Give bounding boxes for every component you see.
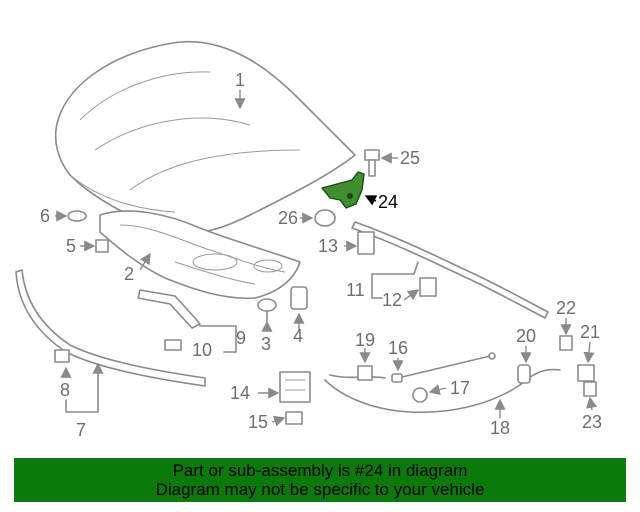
callout-23: 23 [582, 412, 602, 432]
callout-13: 13 [318, 236, 338, 256]
bolt-22 [559, 335, 573, 351]
callout-19: 19 [355, 330, 375, 350]
switch-21 [577, 364, 595, 382]
info-banner: Part or sub-assembly is #24 in diagram D… [14, 458, 626, 502]
callout-11: 11 [346, 280, 365, 300]
grommet-26 [314, 209, 336, 227]
clip-19 [357, 365, 373, 381]
callout-5: 5 [66, 236, 76, 256]
banner-line-1: Part or sub-assembly is #24 in diagram [172, 461, 468, 480]
bracket-9-10 [137, 289, 201, 351]
callout-25: 25 [400, 148, 420, 168]
hood-weatherstrip [15, 269, 206, 387]
bolt-25 [364, 149, 380, 177]
callout-14: 14 [230, 383, 250, 403]
release-handle-16 [391, 352, 496, 383]
clip-12 [419, 277, 437, 297]
hood-inner-panel [99, 210, 301, 300]
clip-17 [412, 387, 428, 403]
leader-lines [55, 90, 598, 427]
clip-8 [54, 349, 70, 363]
grommet-6 [67, 210, 87, 222]
callout-16: 16 [388, 338, 408, 358]
hood-latch-14 [279, 371, 311, 403]
callout-17: 17 [450, 378, 470, 398]
callout-20: 20 [516, 326, 536, 346]
callout-22: 22 [556, 298, 576, 318]
callout-10: 10 [192, 340, 212, 360]
parts-diagram: 1 2 3 4 5 6 7 8 9 10 11 12 13 14 15 16 1… [15, 40, 602, 440]
callout-21: 21 [580, 322, 600, 342]
clip-3 [257, 298, 277, 322]
banner-line-2: Diagram may not be specific to your vehi… [155, 480, 485, 499]
callout-8: 8 [60, 380, 70, 400]
callout-9: 9 [236, 328, 246, 348]
hood-hinge-24-highlight[interactable] [321, 171, 365, 209]
callout-26: 26 [278, 208, 298, 228]
callout-12: 12 [382, 290, 402, 310]
bumper-4 [290, 286, 308, 310]
callout-1: 1 [235, 70, 245, 90]
callout-7: 7 [76, 420, 86, 440]
bracket-23 [583, 381, 597, 397]
lock-cylinder-20 [517, 364, 531, 384]
hood-panel [54, 40, 356, 234]
callout-15: 15 [248, 412, 268, 432]
callout-18: 18 [490, 418, 510, 438]
hood-bumper-5 [95, 239, 109, 253]
callout-6: 6 [40, 206, 50, 226]
bracket-13 [357, 231, 375, 255]
hood-support-rod [351, 221, 549, 319]
callout-24: 24 [378, 192, 398, 212]
callout-2: 2 [124, 264, 134, 284]
bolt-15 [285, 411, 303, 425]
callout-4: 4 [293, 326, 303, 346]
callout-3: 3 [261, 334, 271, 354]
